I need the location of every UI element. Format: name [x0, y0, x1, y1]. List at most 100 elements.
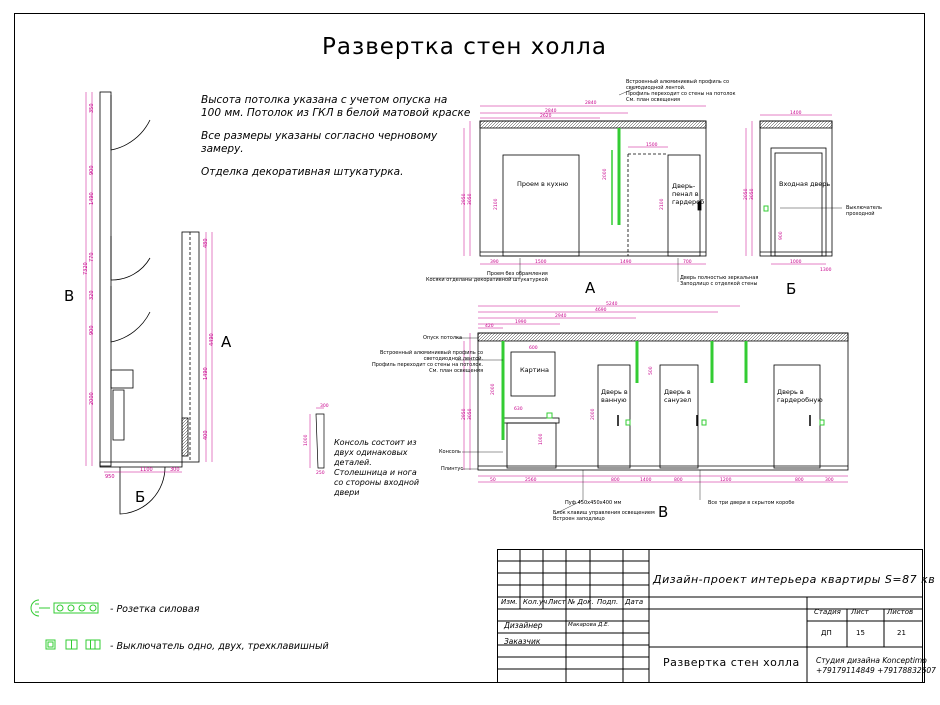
label-line: светодиодной лентой.: [423, 356, 484, 362]
dim-label: 2840: [545, 108, 557, 114]
entrance-door: [774, 152, 823, 257]
dim-label: 1490: [203, 367, 209, 380]
closet-door-v: [773, 364, 821, 469]
pouf-label: Пуф 450х450х400 мм: [565, 500, 622, 506]
dim-label: 500: [648, 366, 654, 375]
dim-label: 1000: [790, 259, 802, 265]
label-line: гардероб: [672, 198, 705, 206]
note-line: деталей.: [334, 458, 372, 467]
label-line: Проем без обрамления: [487, 271, 548, 277]
dim-label: 4690: [595, 307, 607, 313]
note-line: Отделка декоративная штукатурка.: [201, 166, 404, 178]
dim-label: 2560: [525, 477, 537, 483]
stamp-customer-label: Заказчик: [504, 637, 541, 646]
label-line: гардеробную: [777, 396, 823, 404]
bath-door-label: Дверь в ванную: [601, 388, 628, 404]
label-line: Дверь в: [601, 388, 628, 396]
dim-label: 2100: [659, 198, 665, 210]
dim-label: 2950: [461, 408, 467, 420]
plinth-label: Плинтус: [441, 466, 464, 472]
closet-door-v-label: Дверь в гардеробную: [777, 388, 823, 404]
stamp-project: Дизайн-проект интерьера квартиры S=87 кв: [653, 573, 936, 586]
switch-v: [546, 412, 553, 419]
label-line: пенал в: [672, 190, 699, 198]
entrance-door-label: Входная дверь: [779, 180, 831, 188]
note-line: замеру.: [201, 143, 244, 155]
dim-label: 2840: [585, 100, 597, 106]
label-line: светодиодной лентой.: [626, 85, 686, 91]
dim-label: 2050: [743, 188, 749, 200]
legend-switch-label: - Выключатель одно, двух, трехклавишный: [110, 641, 329, 652]
stamp-designer-name: Макарова Д.Е.: [568, 622, 610, 628]
stamp-sheets: 21: [897, 629, 906, 637]
dim-label: 1400: [790, 110, 802, 116]
dim-label: 2620: [540, 113, 552, 119]
label-line: Дверь в: [664, 388, 691, 396]
dim-label: 7320: [83, 262, 89, 275]
wc-door: [659, 364, 699, 469]
elevation-v: [477, 332, 849, 471]
dim-label: 2950: [461, 193, 467, 205]
dim-label: 1100: [140, 467, 153, 473]
led-profile: [611, 128, 621, 225]
dim-label: 300: [320, 403, 329, 409]
elevation-a-label: А: [585, 279, 596, 297]
dim-label: 770: [89, 252, 95, 262]
label-line: Встроенный алюминиевый профиль со: [626, 79, 730, 85]
ceiling-lowering-label: Опуск потолка: [423, 335, 463, 341]
console-label: Консоль: [439, 449, 461, 455]
ceiling-note: Высота потолка указана с учетом опуска н…: [201, 94, 470, 179]
label-line: Выключатель: [846, 205, 882, 211]
dim-label: 1000: [538, 433, 544, 445]
stamp-studio: Студия дизайна Konceptimo: [816, 656, 927, 665]
label-line: Дверь-: [672, 182, 696, 190]
leader-lines: [430, 85, 842, 515]
dim-label: 2000: [89, 392, 95, 405]
entrance-door-swing: [119, 466, 166, 515]
dim-label: 1500: [535, 259, 547, 265]
dim-label: 3050: [749, 188, 755, 200]
stamp-col-izm: Изм.: [501, 598, 518, 606]
dim-label: 2000: [602, 168, 608, 180]
note-line: двери: [334, 488, 360, 497]
dim-label: 3050: [467, 193, 473, 205]
view-label-b: Б: [135, 488, 146, 506]
note-line: Высота потолка указана с учетом опуска н…: [201, 94, 448, 106]
stamp-col-ndok: № Док.: [568, 598, 594, 606]
stamp-stage: ДП: [821, 629, 832, 637]
dim-label: 1990: [515, 319, 527, 325]
picture-label: Картина: [520, 366, 549, 374]
dim-label: 700: [683, 259, 692, 265]
dim-label: 2940: [555, 313, 567, 319]
view-label-a: А: [221, 333, 232, 351]
dim-label: 400: [203, 430, 209, 440]
picture-frame: [510, 351, 556, 397]
closet-door-label: Дверь- пенал в гардероб: [672, 182, 704, 206]
dim-label: 950: [105, 474, 115, 480]
title-block: [497, 549, 923, 683]
dim-label: 1400: [640, 477, 652, 483]
label-line: Заподлицо с отделкой стены: [680, 281, 758, 287]
plan-dimensions: [85, 92, 213, 473]
elevation-a: [479, 120, 707, 257]
bath-door: [597, 364, 631, 469]
dim-label: 420: [485, 323, 494, 329]
dim-label: 300: [170, 467, 180, 473]
switch-v: [701, 419, 707, 426]
dim-label: 50: [490, 477, 496, 483]
stamp-designer-label: Дизайнер: [504, 621, 543, 630]
drawing-frame: [14, 13, 925, 683]
led-callout-a: Встроенный алюминиевый профиль со светод…: [626, 79, 736, 103]
switch-callout: Выключатель проходной: [846, 205, 882, 217]
mirror-door-callout: Дверь полностью зеркальная Заподлицо с о…: [680, 275, 758, 287]
label-line: Встроен заподлицо: [553, 516, 605, 522]
dim-label: 250: [316, 470, 325, 476]
elevation-a-dims: [463, 105, 706, 265]
socket-icon: [30, 599, 99, 617]
view-label-v: В: [64, 287, 75, 305]
dim-label: 480: [203, 238, 209, 248]
switch-icons: [45, 639, 101, 650]
kitchen-opening-label: Проем в кухню: [517, 180, 569, 188]
label-line: См. план освещения: [626, 97, 680, 103]
